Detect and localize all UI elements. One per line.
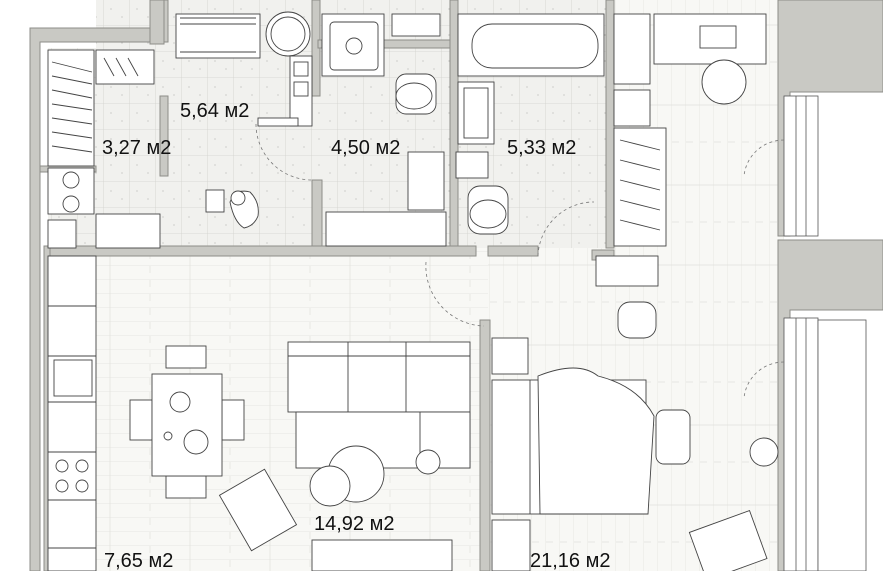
area-label-wardrobe: 3,27 м2 [102,137,172,159]
area-label-bedroom: 21,16 м2 [530,550,611,572]
outer-wall-east-north [777,0,883,237]
windows [783,95,867,571]
wall-north-stub [149,0,165,45]
area-label-hallway: 5,64 м2 [180,100,250,122]
dining-set [129,345,245,499]
wc-fixtures [321,13,447,247]
hallway-furniture [175,11,313,229]
window-south [783,317,819,571]
area-label-living: 14,92 м2 [314,513,395,535]
area-label-wc: 4,50 м2 [331,137,401,159]
wardrobe-cabinets [47,49,161,249]
wall-south-bath [487,245,539,257]
wall-wardrobe [159,95,169,177]
door-swings [255,123,785,399]
window-north [783,95,819,237]
wall-living-bedroom [479,319,491,571]
study-furniture [595,13,767,339]
wall-bath-study [605,0,615,249]
area-label-kitchen: 7,65 м2 [104,550,174,572]
wall-wc-bath [449,0,459,249]
area-label-bathroom: 5,33 м2 [507,137,577,159]
bedroom-furniture [491,337,779,571]
bathroom-fixtures [455,13,605,235]
kitchen-furniture [47,255,97,571]
wall-hall-wc-lower [311,179,323,249]
living-furniture [218,341,471,571]
balcony [817,319,867,571]
